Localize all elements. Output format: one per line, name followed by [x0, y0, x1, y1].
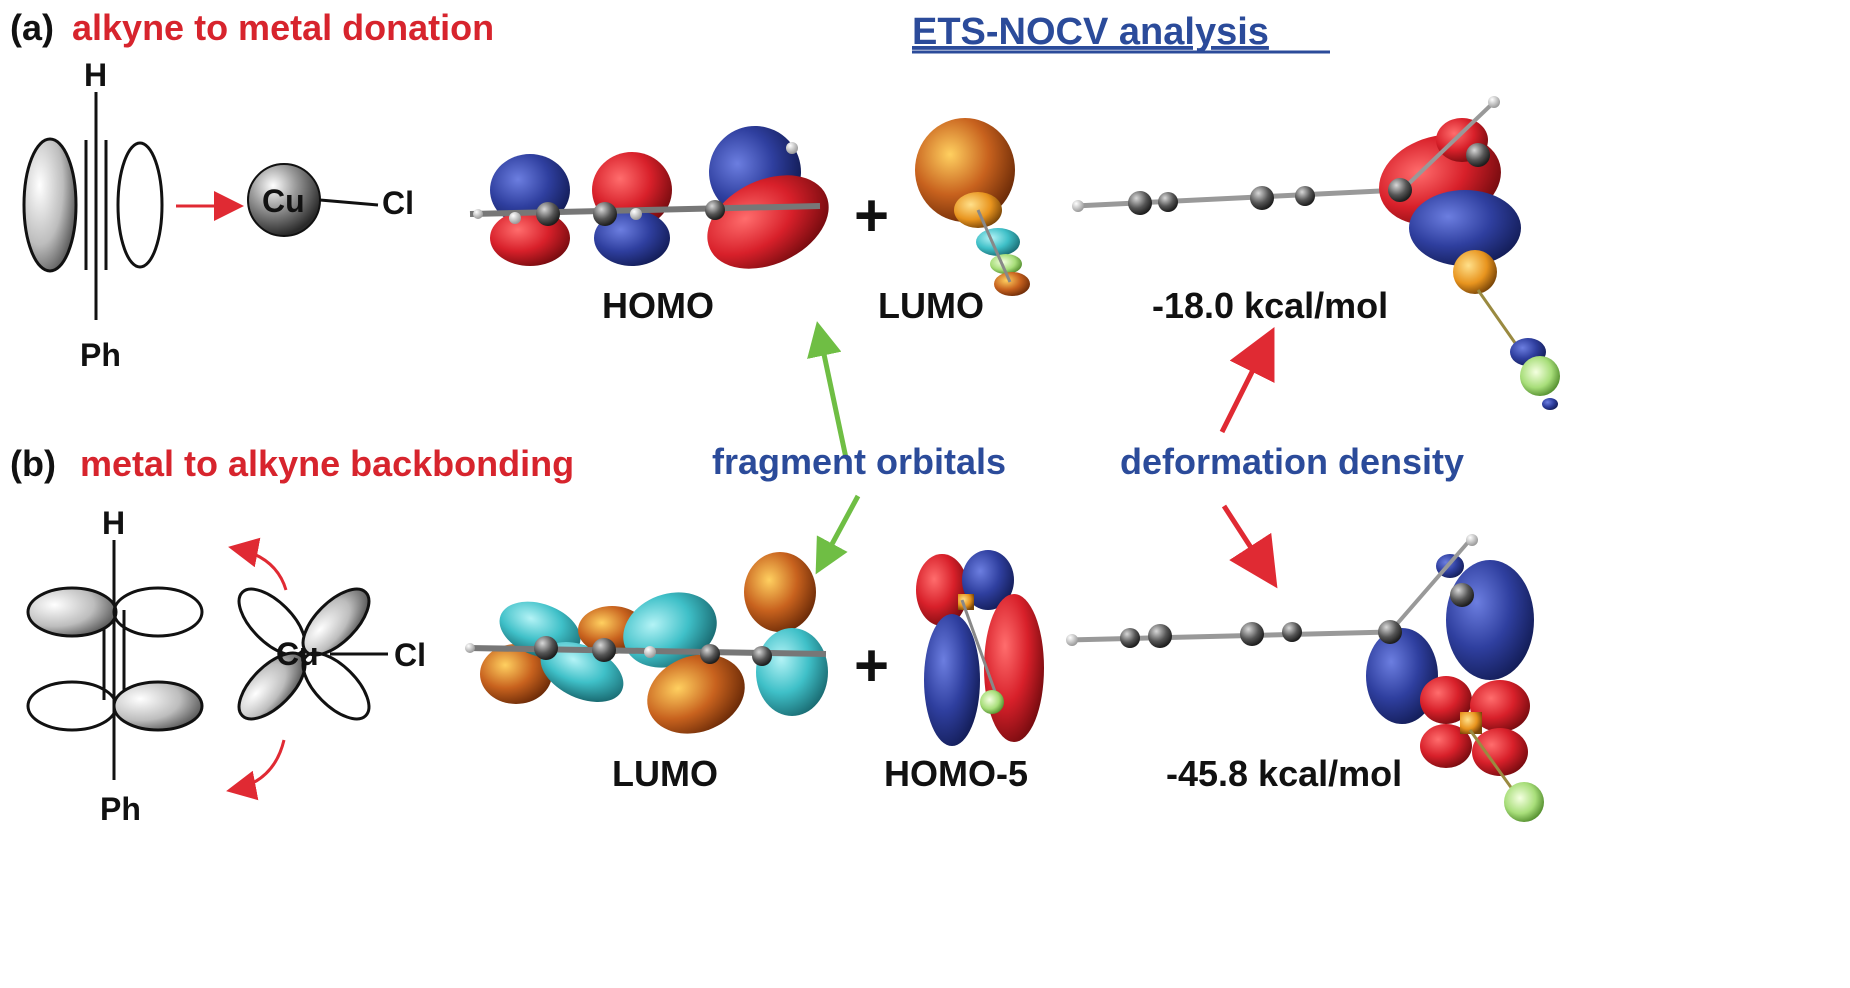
fragment-orbitals-label: fragment orbitals — [712, 441, 1006, 482]
panel-a-scheme: H Ph Cu Cl — [22, 57, 414, 373]
panel-b-homo5-label: HOMO-5 — [884, 753, 1028, 794]
pi-star-lobe — [112, 586, 204, 638]
d-orbital-lobe — [237, 587, 307, 657]
header-title: ETS-NOCV analysis — [912, 11, 1269, 53]
panel-a-energy: -18.0 kcal/mol — [1152, 285, 1388, 326]
lumo-cucl-orbital-render — [915, 118, 1030, 296]
red-arrow-to-energy-a — [1219, 327, 1275, 434]
red-arrow-to-density-b — [1221, 504, 1278, 589]
panel-b-atom-ph: Ph — [100, 791, 141, 827]
backdonation-arrow-down — [226, 739, 286, 801]
panel-a-plus: + — [854, 182, 889, 249]
green-arrow-to-homo — [807, 321, 849, 459]
pi-lobe-empty — [116, 141, 164, 269]
panel-a-tag: (a) — [10, 7, 54, 48]
panel-b-metal: Cu — [276, 636, 319, 672]
panel-a-lumo-label: LUMO — [878, 285, 984, 326]
pi-star-lobe — [26, 586, 118, 638]
panel-a-atom-ph: Ph — [80, 337, 121, 373]
panel-a-atom-h: H — [84, 57, 107, 93]
panel-b-halide: Cl — [394, 637, 426, 673]
deformation-density-label: deformation density — [1120, 441, 1464, 482]
panel-b-tag: (b) — [10, 443, 56, 484]
green-arrow-to-lumo — [815, 494, 861, 575]
deformation-density-a-render — [1072, 96, 1560, 410]
pi-star-lobe — [26, 680, 118, 732]
lumo-alkyne-orbital-render — [465, 552, 828, 734]
panel-a-title: alkyne to metal donation — [72, 7, 494, 48]
cu-cl-bond — [319, 198, 379, 207]
d-orbital-lobe — [237, 651, 307, 721]
panel-a-homo-label: HOMO — [602, 285, 714, 326]
panel-b-energy: -45.8 kcal/mol — [1166, 753, 1402, 794]
panel-b-scheme: H Ph Cu Cl — [26, 505, 426, 827]
deformation-density-b-render — [1066, 534, 1544, 822]
homo-orbital-render — [469, 126, 829, 269]
panel-b-plus: + — [854, 632, 889, 699]
homo-5-orbital-render — [916, 550, 1044, 746]
backdonation-arrow-up — [228, 537, 288, 591]
pi-lobe-filled — [22, 137, 78, 273]
panel-b-title: metal to alkyne backbonding — [80, 443, 574, 484]
pi-star-lobe — [112, 680, 204, 732]
d-orbital-lobe — [301, 651, 371, 721]
panel-b-lumo-label: LUMO — [612, 753, 718, 794]
d-orbital-lobe — [301, 587, 371, 657]
panel-a-metal: Cu — [262, 183, 305, 219]
panel-a-halide: Cl — [382, 185, 414, 221]
panel-b-atom-h: H — [102, 505, 125, 541]
